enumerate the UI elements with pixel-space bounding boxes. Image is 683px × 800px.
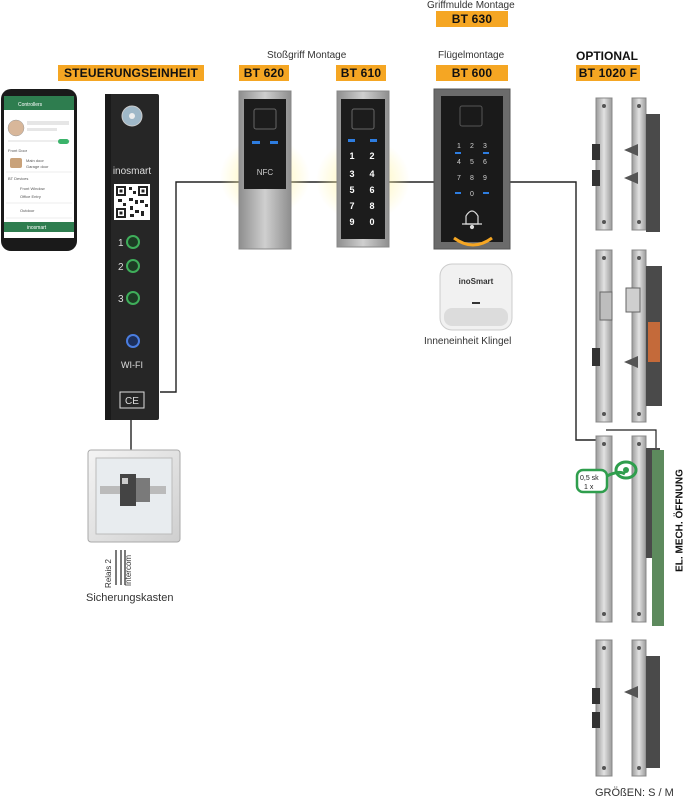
channel-3-led (126, 291, 140, 305)
keypad-bt610: 1 2 3 4 5 6 7 8 9 0 (316, 90, 410, 248)
phone-title: Controllers (18, 102, 43, 108)
chime-caption: Inneneinheit Klingel (424, 336, 512, 347)
fluegel-caption: Flügelmontage (438, 50, 505, 61)
channel-1-label: 1 (118, 238, 124, 249)
key-4[interactable]: 4 (457, 159, 461, 166)
phone-item-5[interactable]: Front Window (20, 186, 45, 191)
controller-label: STEUERUNGSEINHEIT (58, 65, 204, 81)
keypad-bt600: 1 2 3 4 5 6 7 8 9 0 (433, 88, 511, 250)
key-3[interactable]: 3 (349, 169, 354, 179)
key-5[interactable]: 5 (349, 185, 354, 195)
strike-plate-rail (592, 97, 613, 777)
bt600-label: BT 600 (436, 65, 508, 81)
sound-wave-icon (453, 236, 493, 247)
controller-unit: inosmart 1 2 3 WI-FI CE (105, 94, 159, 420)
phone-item-7[interactable]: Outdoor (20, 208, 35, 213)
el-mech-label: EL. MECH. ÖFFNUNG (674, 469, 683, 572)
key-1[interactable]: 1 (457, 143, 461, 150)
phone-item-6[interactable]: Office Entry (20, 194, 41, 199)
timer-badge: 0,5 sk 1 x (575, 468, 626, 494)
phone-item-1[interactable]: Front Door (8, 148, 28, 153)
wifi-led (126, 334, 140, 348)
timer-line-2: 1 x (584, 484, 594, 491)
key-1[interactable]: 1 (349, 151, 354, 161)
avatar (7, 119, 25, 137)
channel-2-label: 2 (118, 262, 124, 273)
ce-mark (119, 391, 145, 409)
key-8[interactable]: 8 (369, 201, 374, 211)
key-0[interactable]: 0 (369, 217, 374, 227)
motor-unit (652, 450, 664, 626)
phone-item-2[interactable]: Main door (26, 158, 44, 163)
multipoint-lock (592, 97, 664, 777)
key-9[interactable]: 9 (349, 217, 354, 227)
svg-text:CE: CE (125, 396, 139, 407)
key-9[interactable]: 9 (483, 175, 487, 182)
fingerprint-sensor (459, 105, 483, 127)
indoor-chime: inoSmart (439, 263, 513, 331)
toggle-switch[interactable] (58, 139, 69, 144)
timer-line-1: 0,5 sk (580, 475, 599, 482)
bt610-label: BT 610 (336, 65, 386, 81)
key-7[interactable]: 7 (349, 201, 354, 211)
fingerprint-sensor (351, 108, 375, 130)
phone-item-3[interactable]: Garage door (26, 164, 49, 169)
channel-1-led (126, 235, 140, 249)
bt620-label: BT 620 (239, 65, 289, 81)
key-0[interactable]: 0 (470, 191, 474, 198)
qr-code (114, 184, 150, 220)
key-2[interactable]: 2 (470, 143, 474, 150)
key-4[interactable]: 4 (369, 169, 374, 179)
channel-2-led (126, 259, 140, 273)
bt1020f-label: BT 1020 F (576, 65, 640, 81)
stossgriff-caption: Stoßgriff Montage (267, 50, 347, 61)
nfc-label: NFC (257, 168, 274, 177)
actuator-icon (614, 460, 638, 480)
key-6[interactable]: 6 (369, 185, 374, 195)
fuse-box (87, 449, 181, 543)
relay-label: Relais 2 (103, 559, 113, 588)
nfc-reader-bt620: NFC (220, 90, 310, 250)
griffmulde-caption: Griffmulde Montage (427, 0, 515, 11)
bell-icon[interactable] (462, 210, 482, 230)
channel-3-label: 3 (118, 294, 124, 305)
key-8[interactable]: 8 (470, 175, 474, 182)
wifi-label: WI-FI (121, 360, 143, 370)
chime-brand: inoSmart (459, 277, 494, 286)
bt630-label: BT 630 (436, 11, 508, 27)
lock-frame-line (606, 429, 657, 450)
key-6[interactable]: 6 (483, 159, 487, 166)
intercom-label: Intercom (124, 554, 134, 587)
key-5[interactable]: 5 (470, 159, 474, 166)
controller-brand: inosmart (113, 166, 152, 177)
lock-body-rail (624, 97, 662, 777)
key-7[interactable]: 7 (457, 175, 461, 182)
fusebox-caption: Sicherungskasten (86, 592, 174, 604)
sizes-caption: GRÖßEN: S / M (595, 787, 674, 799)
phone-item-4[interactable]: BT Devices (8, 176, 28, 181)
fingerprint-sensor (253, 108, 277, 130)
key-2[interactable]: 2 (369, 151, 374, 161)
phone-footer: inosmart (27, 225, 47, 231)
optional-label: OPTIONAL (576, 49, 638, 63)
key-3[interactable]: 3 (483, 143, 487, 150)
smartphone: Controllers Front Door Main door Garage … (1, 89, 77, 251)
